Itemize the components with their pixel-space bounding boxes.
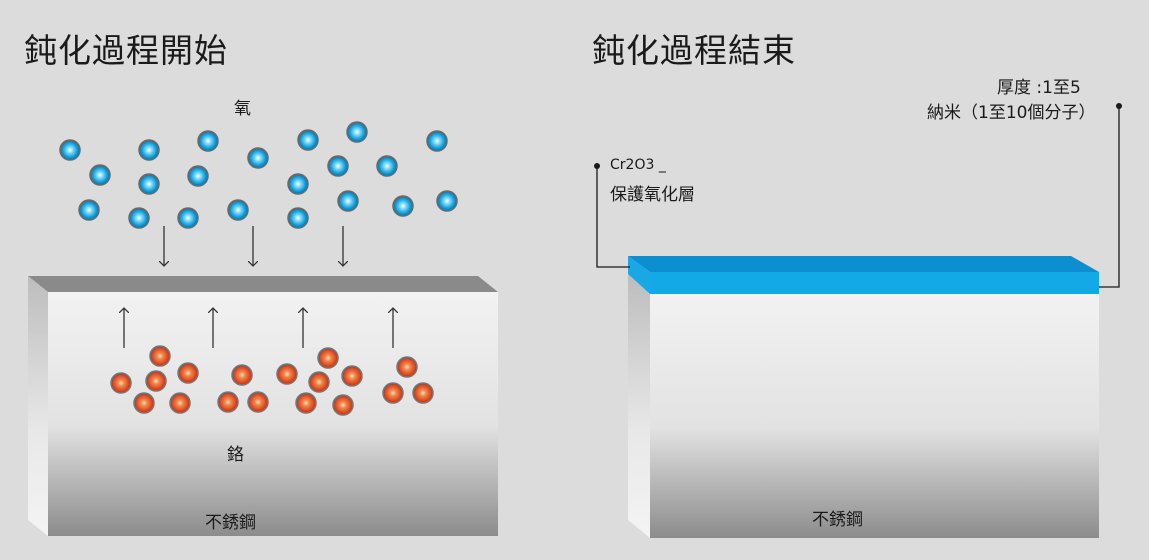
chromium-atom bbox=[231, 364, 253, 386]
chromium-atom bbox=[177, 362, 199, 384]
oxygen-atom bbox=[247, 147, 269, 169]
left-block-front bbox=[48, 292, 498, 536]
oxygen-atom bbox=[346, 121, 368, 143]
thickness-line-2: 納米（1至10個分子） bbox=[927, 103, 1096, 123]
oxygen-atom bbox=[138, 173, 160, 195]
down-arrows bbox=[164, 226, 343, 266]
oxide-formula: Cr2O3 _ bbox=[610, 157, 666, 173]
right-steel-label: 不銹鋼 bbox=[812, 510, 863, 530]
chromium-atom bbox=[382, 382, 404, 404]
oxide-leader-dot bbox=[594, 163, 600, 169]
oxygen-atom bbox=[376, 155, 398, 177]
oxygen-label: 氧 bbox=[234, 99, 251, 119]
oxygen-atoms bbox=[59, 121, 458, 229]
oxygen-atom bbox=[177, 207, 199, 229]
left-steel-block bbox=[28, 276, 498, 536]
chromium-atom bbox=[341, 365, 363, 387]
left-panel-title: 鈍化過程開始 bbox=[24, 31, 228, 70]
oxygen-atom bbox=[297, 129, 319, 151]
chromium-atom bbox=[308, 371, 330, 393]
chromium-atom bbox=[110, 372, 132, 394]
up-arrows bbox=[124, 308, 393, 348]
oxygen-atom bbox=[128, 207, 150, 229]
oxygen-atom bbox=[59, 139, 81, 161]
oxide-layer-top bbox=[628, 256, 1099, 272]
oxide-layer bbox=[628, 256, 1099, 294]
oxygen-atom bbox=[138, 139, 160, 161]
chromium-atom bbox=[295, 392, 317, 414]
thickness-line-1: 厚度 :1至5 bbox=[997, 78, 1081, 98]
right-steel-block bbox=[628, 274, 1099, 538]
oxygen-atom bbox=[392, 195, 414, 217]
left-block-top bbox=[28, 276, 498, 292]
oxygen-atom bbox=[197, 130, 219, 152]
oxygen-atom bbox=[436, 190, 458, 212]
oxygen-atom bbox=[187, 165, 209, 187]
chromium-atom bbox=[247, 391, 269, 413]
left-block-side bbox=[28, 276, 48, 536]
right-panel-title: 鈍化過程結束 bbox=[592, 31, 796, 70]
oxide-leader-line bbox=[596, 166, 630, 268]
thickness-leader-dot bbox=[1116, 103, 1122, 109]
oxygen-atom bbox=[327, 155, 349, 177]
oxygen-atom bbox=[287, 173, 309, 195]
chromium-label: 鉻 bbox=[227, 445, 244, 465]
oxide-layer-side bbox=[628, 256, 650, 294]
right-block-front bbox=[650, 294, 1099, 538]
chromium-atom bbox=[317, 347, 339, 369]
oxide-label: 保護氧化層 bbox=[610, 185, 695, 205]
right-block-side bbox=[628, 274, 650, 538]
oxygen-atom bbox=[227, 199, 249, 221]
oxygen-atom bbox=[287, 207, 309, 229]
thickness-annotation: 厚度 :1至5 納米（1至10個分子） bbox=[927, 76, 1097, 126]
chromium-atom bbox=[396, 356, 418, 378]
oxygen-atom bbox=[89, 164, 111, 186]
oxygen-atom bbox=[78, 199, 100, 221]
chromium-atom bbox=[133, 392, 155, 414]
left-steel-label: 不銹鋼 bbox=[205, 513, 256, 533]
oxide-layer-front bbox=[650, 272, 1099, 294]
chromium-atom bbox=[217, 391, 239, 413]
thickness-leader-line bbox=[1099, 106, 1120, 288]
chromium-atom bbox=[145, 370, 167, 392]
chromium-atom bbox=[412, 382, 434, 404]
chromium-atoms bbox=[110, 345, 434, 416]
chromium-atom bbox=[276, 363, 298, 385]
leader-lines bbox=[596, 106, 1120, 288]
oxygen-atom bbox=[337, 190, 359, 212]
chromium-atom bbox=[169, 392, 191, 414]
chromium-atom bbox=[149, 345, 171, 367]
chromium-atom bbox=[332, 394, 354, 416]
oxygen-atom bbox=[426, 130, 448, 152]
